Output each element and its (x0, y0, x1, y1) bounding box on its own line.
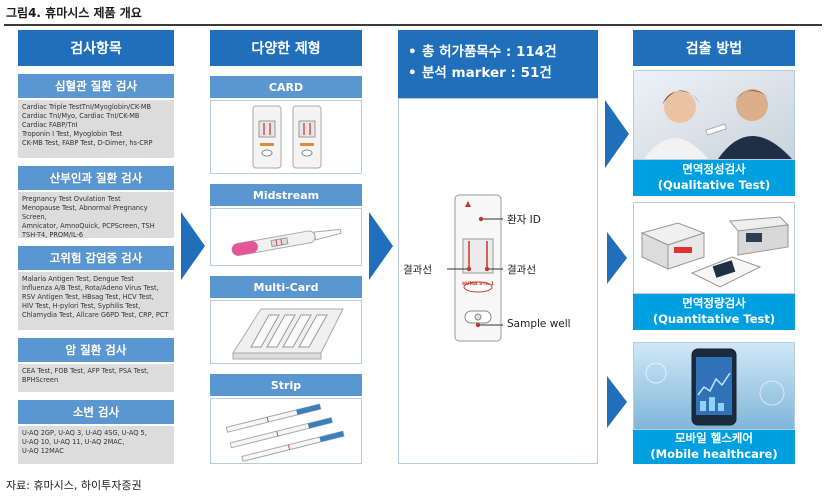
bullet-icon: • (408, 44, 417, 60)
source-note: 자료: 휴마시스, 하이투자증권 (6, 479, 142, 492)
analyzer-devices (640, 216, 790, 288)
form-label-multi-card: Multi-Card (210, 276, 362, 298)
category-tests-cardiac: Cardiac Triple TestTnI/Myoglobin/CK-MB C… (18, 100, 174, 158)
flow-arrow-1 (181, 212, 205, 280)
couple-photo (644, 89, 792, 159)
category-header-obstetrics: 산부인과 질환 검사 (18, 166, 174, 190)
header-test-items: 검사항목 (18, 30, 174, 66)
flow-arrow-3 (605, 100, 629, 168)
method-quantitative: 면역정량검사 (Quantitative Test) (633, 294, 795, 330)
form-label-strip: Strip (210, 374, 362, 396)
cassette-logo: HUMA 3-in-1 (462, 282, 494, 287)
method-qualitative: 면역정성검사 (Qualitative Test) (633, 160, 795, 196)
midstream-image (210, 208, 362, 266)
form-label-midstream: Midstream (210, 184, 362, 206)
method-mobile: 모바일 헬스케어 (Mobile healthcare) (633, 430, 795, 464)
callout-sample-well: Sample well (507, 318, 571, 330)
bullet-icon: • (408, 64, 417, 81)
category-tests-urine: U-AQ 2GP, U-AQ 3, U-AQ 4SG, U-AQ 5, U-AQ… (18, 426, 174, 464)
flow-arrow-4 (607, 232, 627, 284)
diagram-callouts (447, 216, 503, 328)
figure-title: 그림4. 휴마시스 제품 개요 (6, 6, 142, 20)
method-qualitative-en: (Qualitative Test) (657, 178, 771, 192)
test-strips (225, 403, 345, 462)
smartphone-health-app (645, 348, 785, 426)
summary-box: • 총 허가품목수 : 114건 • 분석 marker : 51건 (398, 30, 598, 98)
approval-count: 총 허가품목수 : 114건 (422, 44, 557, 60)
method-mobile-ko: 모바일 헬스케어 (674, 431, 754, 446)
marker-count: 분석 marker : 51건 (422, 64, 552, 81)
category-header-infection: 고위험 감염증 검사 (18, 246, 174, 270)
card-cassette-right (292, 105, 322, 169)
device-diagram-panel: 환자 ID 결과선 결과선 Sample well HUMA 3-in-1 (398, 98, 598, 464)
callout-patient-id: 환자 ID (507, 214, 541, 226)
form-label-card: CARD (210, 76, 362, 98)
category-header-cancer: 암 질환 검사 (18, 338, 174, 362)
callout-result-line-right: 결과선 (507, 264, 536, 276)
quantitative-devices-photo (633, 202, 795, 294)
test-cassette-diagram (454, 194, 502, 342)
title-divider (4, 24, 822, 26)
qualitative-photo (633, 70, 795, 160)
card-cassette-image (210, 100, 362, 174)
category-tests-obstetrics: Pregnancy Test Ovulation Test Menopause … (18, 192, 174, 238)
method-quantitative-en: (Quantitative Test) (652, 312, 776, 326)
flow-arrow-2 (369, 212, 393, 280)
header-detection: 검출 방법 (633, 30, 795, 66)
header-forms: 다양한 제형 (210, 30, 362, 66)
mobile-healthcare-photo (633, 342, 795, 430)
category-tests-infection: Malaria Antigen Test, Dengue Test Influe… (18, 272, 174, 330)
method-mobile-en: (Mobile healthcare) (650, 447, 778, 461)
category-header-urine: 소변 검사 (18, 400, 174, 424)
multi-card-panel (232, 308, 344, 360)
flow-arrow-5 (607, 376, 627, 428)
category-tests-cancer: CEA Test, FOB Test, AFP Test, PSA Test, … (18, 364, 174, 392)
midstream-stick (231, 228, 342, 256)
multi-card-image (210, 300, 362, 364)
method-qualitative-ko: 면역정성검사 (682, 162, 746, 177)
callout-result-line-left: 결과선 (403, 264, 432, 276)
card-cassette-left (252, 105, 282, 169)
method-quantitative-ko: 면역정량검사 (682, 296, 746, 311)
category-header-cardiac: 심혈관 질환 검사 (18, 74, 174, 98)
strip-image (210, 398, 362, 464)
